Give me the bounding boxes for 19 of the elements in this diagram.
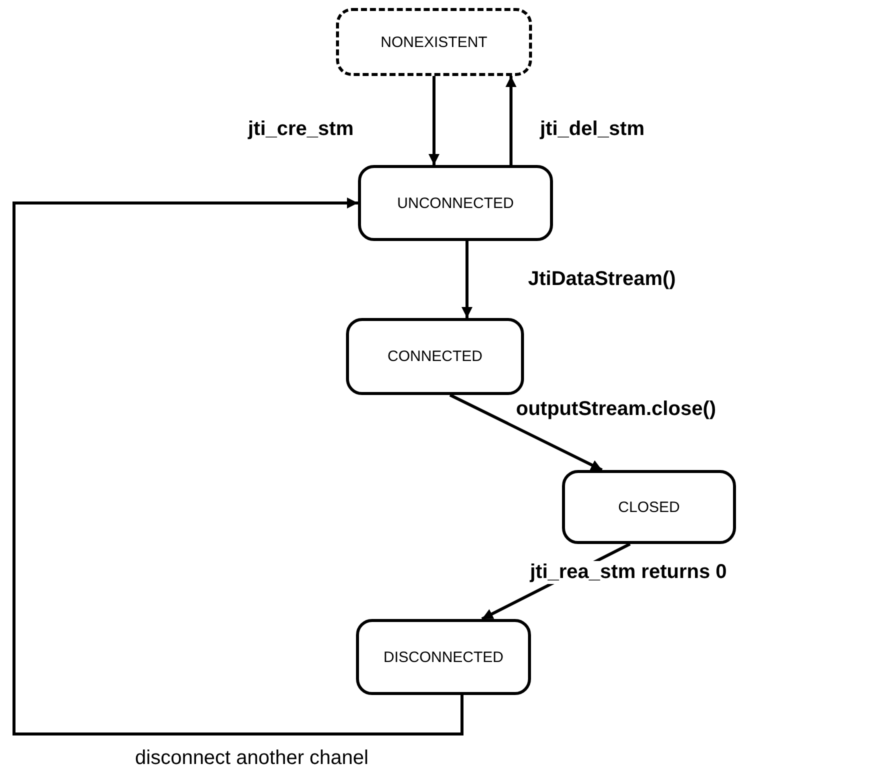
arrow (12, 198, 464, 736)
edge-label: JtiDataStream() (526, 268, 678, 291)
state-box (358, 165, 553, 241)
state-box (356, 619, 531, 695)
arrow (462, 241, 472, 318)
state-name: CLOSED (618, 498, 680, 516)
arrow (428, 76, 440, 165)
dashed-state-box (336, 8, 532, 76)
state-box (346, 318, 524, 395)
edge-label: jti_del_stm (538, 118, 646, 141)
edge-label: outputStream.close() (514, 398, 718, 421)
state-name: CONNECTED (387, 348, 482, 365)
state-name: DISCONNECTED (383, 648, 504, 666)
state-name: UNCONNECTED (397, 194, 514, 212)
state-box (562, 470, 736, 544)
edge-label: jti_rea_stm returns 0 (528, 561, 729, 584)
arrow (506, 76, 516, 165)
arrow (449, 394, 603, 472)
state-name: NONEXISTENT (380, 34, 488, 50)
